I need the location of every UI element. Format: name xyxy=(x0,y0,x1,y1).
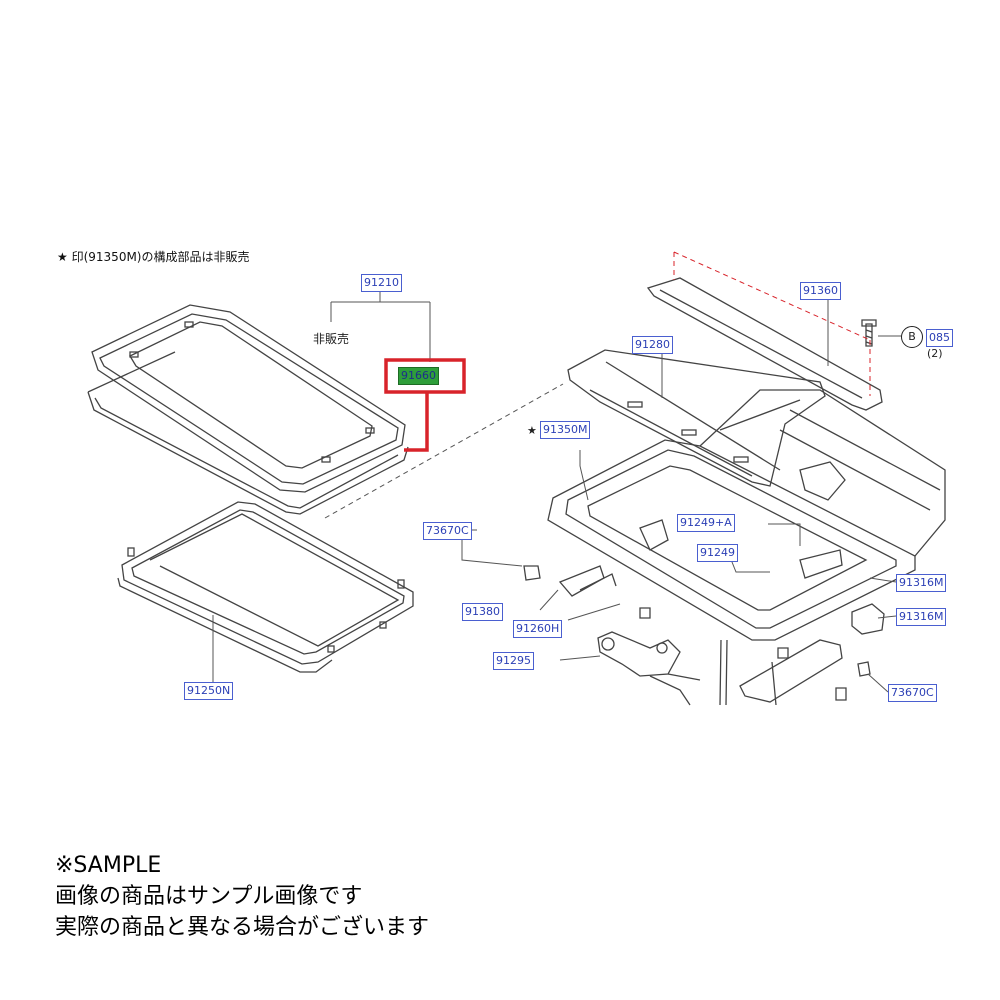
part-label-91249A[interactable]: 91249+A xyxy=(677,514,735,532)
not-for-sale-label: 非販売 xyxy=(313,332,350,346)
part-label-91250N[interactable]: 91250N xyxy=(184,682,234,700)
front-rail-drawing xyxy=(567,349,826,487)
bracket-91316M-drawing xyxy=(851,603,885,635)
bolt-quantity: (2) xyxy=(927,347,943,360)
sample-notice-line-2: 実際の商品と異なる場合がございます xyxy=(55,915,430,940)
note-body: 印(91350M)の構成部品は非販売 xyxy=(71,250,250,264)
sample-notice-line-1: 画像の商品はサンプル画像です xyxy=(55,884,363,909)
part-label-91210[interactable]: 91210 xyxy=(361,274,402,292)
bolt-drawing xyxy=(861,319,877,347)
part-label-085[interactable]: 085 xyxy=(926,329,953,347)
motor-drawing xyxy=(597,631,701,706)
note-text: ★ 印(91350M)の構成部品は非販売 xyxy=(57,248,250,265)
sample-notice-title: ※SAMPLE xyxy=(55,853,162,878)
part-label-73670C-left[interactable]: 73670C xyxy=(423,522,472,540)
part-label-73670C-right[interactable]: 73670C xyxy=(888,684,937,702)
wind-deflector-drawing xyxy=(646,277,883,411)
sunshade-drawing xyxy=(117,501,414,673)
part-label-91280[interactable]: 91280 xyxy=(632,336,673,354)
part-label-91360[interactable]: 91360 xyxy=(800,282,841,300)
part-label-91316M-lower[interactable]: 91316M xyxy=(896,608,947,626)
part-label-91295[interactable]: 91295 xyxy=(493,652,534,670)
part-label-91380[interactable]: 91380 xyxy=(462,603,503,621)
bolt-ref-circle: B xyxy=(901,326,923,348)
part-label-91249[interactable]: 91249 xyxy=(697,544,738,562)
star-icon: ★ xyxy=(57,250,68,264)
highlight-frame xyxy=(384,358,466,452)
sample-notice: ※SAMPLE 画像の商品はサンプル画像です 実際の商品と異なる場合がございます xyxy=(55,850,429,943)
weatherstrip-drawing xyxy=(87,351,409,515)
part-label-91260H[interactable]: 91260H xyxy=(513,620,563,638)
bracket-91260H-drawing xyxy=(579,573,617,591)
part-label-91660[interactable]: 91660 xyxy=(398,367,439,385)
part-label-91350M[interactable]: 91350M xyxy=(540,421,591,439)
sunroof-frame-drawing xyxy=(547,389,946,641)
drain-hoses-drawing xyxy=(719,639,843,706)
star-icon: ★ xyxy=(527,424,537,437)
glass-panel-drawing xyxy=(91,304,406,493)
part-label-91316M-upper[interactable]: 91316M xyxy=(896,574,947,592)
nuts-drawing xyxy=(523,565,871,701)
